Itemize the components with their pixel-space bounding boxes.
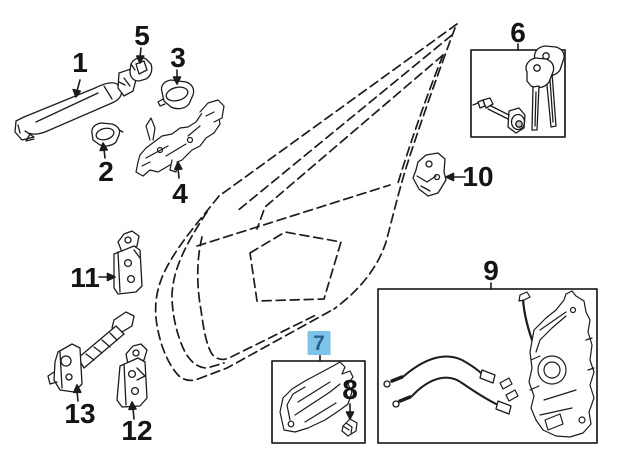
callout-7-highlighted[interactable]: 7 [307, 331, 331, 355]
belt-line [196, 184, 391, 247]
inner-panel-bottom [230, 313, 319, 358]
inner-panel-edge [196, 236, 230, 361]
part-bezel-2 [91, 122, 124, 147]
callout-9[interactable]: 9 [483, 255, 499, 286]
window-rear-edge [397, 54, 444, 184]
callout-8[interactable]: 8 [342, 374, 358, 405]
door-front-edge [154, 195, 220, 382]
callout-12[interactable]: 12 [121, 415, 153, 446]
cable-end-clips [499, 377, 519, 402]
window-opening-edge [256, 54, 444, 230]
part-hinge-12 [116, 343, 148, 408]
door-a-pillar-outer [218, 23, 458, 197]
door-pocket [249, 231, 342, 302]
callout-13[interactable]: 13 [64, 398, 96, 429]
callout-5[interactable]: 5 [134, 20, 150, 51]
part-inside-handle [279, 361, 354, 433]
callout-1[interactable]: 1 [72, 47, 88, 78]
part-bezel-3 [157, 79, 195, 110]
door-bottom-edge [197, 308, 335, 380]
callout-3[interactable]: 3 [170, 42, 186, 73]
door-rear-edge [333, 27, 456, 310]
callout-arrows [72, 43, 519, 420]
inner-panel-front [171, 211, 225, 369]
callout-6[interactable]: 6 [510, 17, 526, 48]
part-handle-bracket [135, 99, 225, 177]
callout-2[interactable]: 2 [98, 156, 114, 187]
part-lock-actuator [518, 290, 595, 438]
callout-10[interactable]: 10 [462, 161, 494, 192]
part-outside-handle [14, 68, 138, 142]
door-outline [154, 23, 458, 382]
callout-11[interactable]: 11 [70, 262, 100, 293]
lock-cable-1 [383, 355, 496, 388]
part-check-strap-13 [47, 311, 135, 393]
key-set [472, 45, 565, 134]
callout-4[interactable]: 4 [172, 178, 188, 209]
part-hinge-11 [113, 230, 143, 295]
part-bracket-10 [412, 152, 447, 197]
door-a-pillar-inner [235, 34, 453, 213]
lock-cable-2 [392, 376, 512, 415]
